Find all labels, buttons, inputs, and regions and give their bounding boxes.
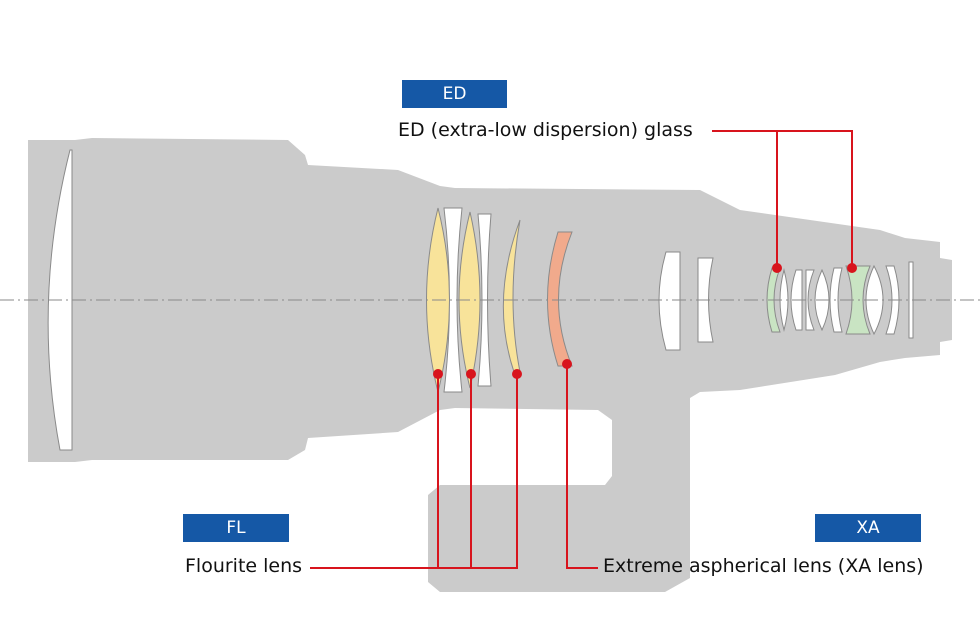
- fluorite-marker-3: [512, 369, 522, 379]
- rear-lens-3: [805, 269, 815, 331]
- ed-marker-2: [847, 263, 857, 273]
- fluorite-lens-label: Flourite lens: [185, 555, 303, 577]
- xa-callout: [566, 364, 598, 569]
- rear-lens-5: [829, 267, 843, 333]
- xa-lens-element: [547, 231, 573, 367]
- plain-lens-1: [443, 207, 463, 393]
- rear-lens-1: [779, 268, 789, 332]
- ed-marker-1: [772, 263, 782, 273]
- fluorite-callout: [310, 374, 518, 569]
- fluorite-marker-2: [466, 369, 476, 379]
- fluorite-marker-1: [433, 369, 443, 379]
- xa-badge: XA: [815, 514, 921, 542]
- xa-lens-label: Extreme aspherical lens (XA lens): [603, 555, 924, 577]
- ed-callout: [712, 130, 853, 268]
- fl-badge: FL: [183, 514, 289, 542]
- xa-marker: [562, 359, 572, 369]
- mid-lens-1: [658, 251, 681, 351]
- ed-glass-label: ED (extra-low dispersion) glass: [398, 119, 693, 141]
- ed-badge: ED: [402, 80, 507, 108]
